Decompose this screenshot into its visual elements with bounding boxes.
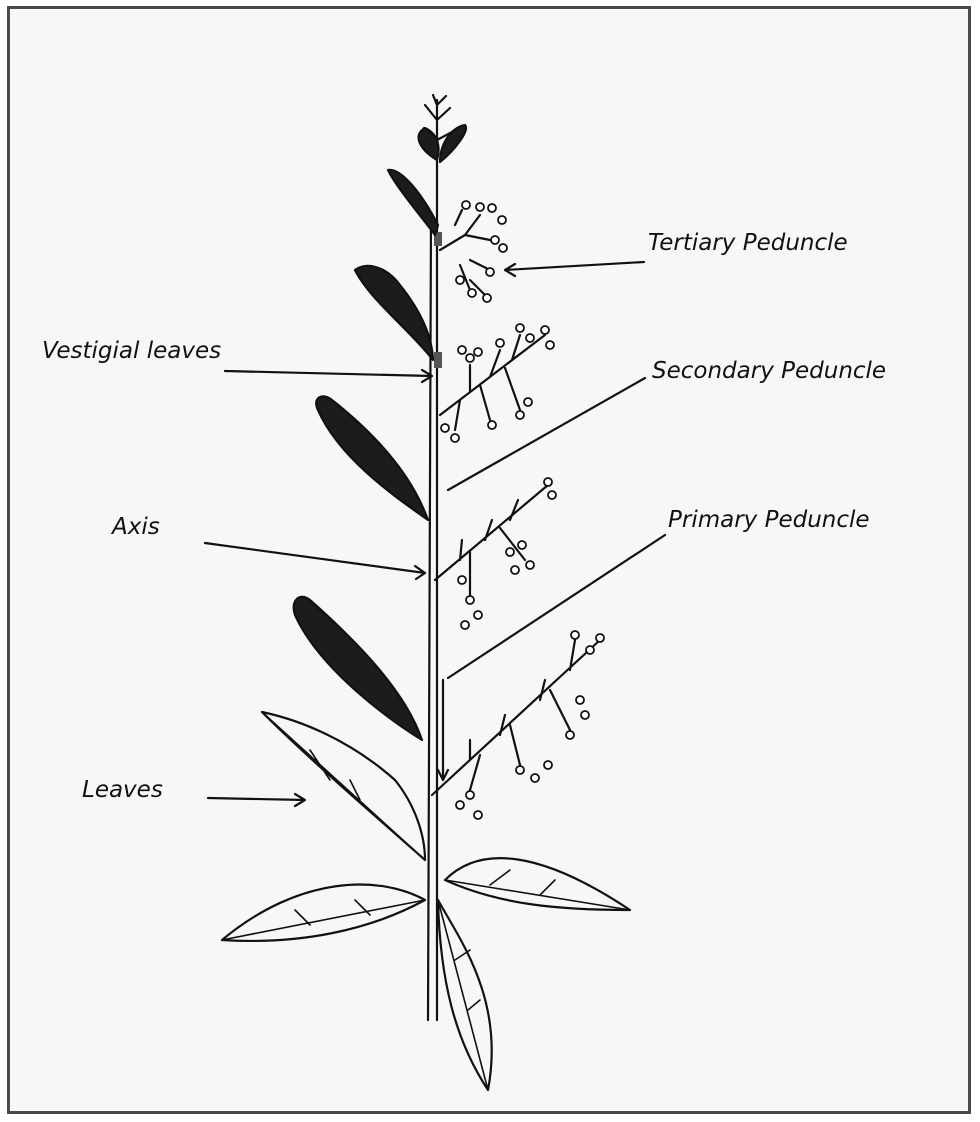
axis-pointer — [205, 543, 425, 579]
dark-bract — [355, 266, 433, 360]
tertiary-pointer — [505, 262, 644, 276]
primary-pointer — [448, 535, 665, 678]
axis-arrow-down — [438, 680, 448, 780]
vestigial-pointer — [225, 370, 432, 382]
dark-bract — [294, 597, 422, 740]
label-leaves: Leaves — [82, 777, 163, 803]
dark-bract — [316, 396, 428, 520]
label-tertiary-peduncle: Tertiary Peduncle — [648, 230, 848, 256]
tertiary-branch — [440, 210, 490, 295]
dark-bract — [388, 170, 438, 235]
primary-florets-upper — [458, 478, 556, 629]
leaf-left — [222, 885, 425, 941]
leaves-pointer — [208, 794, 305, 806]
secondary-pointer — [448, 378, 645, 490]
top-bract — [419, 128, 439, 160]
main-stem — [428, 150, 437, 1020]
label-vestigial-leaves: Vestigial leaves — [42, 338, 221, 364]
secondary-branch — [440, 335, 545, 430]
tertiary-florets — [456, 201, 507, 302]
top-bract — [440, 125, 466, 162]
primary-branch-upper — [435, 485, 548, 600]
label-secondary-peduncle: Secondary Peduncle — [652, 358, 886, 384]
vestigial-leaf-node — [434, 352, 442, 368]
label-axis: Axis — [110, 514, 160, 540]
label-primary-peduncle: Primary Peduncle — [668, 507, 870, 533]
